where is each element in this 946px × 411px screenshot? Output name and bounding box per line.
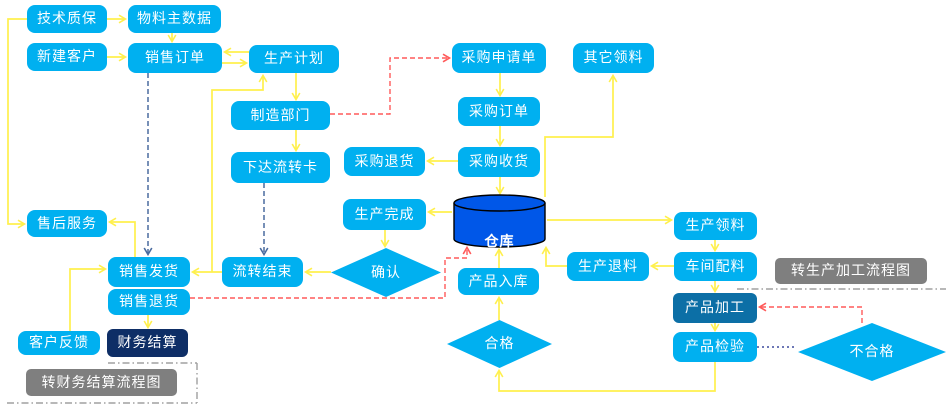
node-label-product-processing: 产品加工 bbox=[685, 299, 745, 316]
node-label-to-financial-flowchart: 转财务结算流程图 bbox=[41, 373, 162, 390]
warehouse-cylinder-shape bbox=[453, 194, 546, 248]
node-unqualified: 不合格 bbox=[798, 323, 946, 381]
edge-tech-qa-to-after-sales bbox=[7, 18, 27, 229]
node-purchase-request: 采购申请单 bbox=[452, 43, 546, 73]
node-label-production-complete: 生产完成 bbox=[354, 205, 415, 222]
edge-production-return-to-warehouse bbox=[541, 245, 567, 267]
node-label-sales-delivery: 销售发货 bbox=[119, 263, 179, 280]
node-financial-settlement: 财务结算 bbox=[107, 329, 188, 357]
node-label-warehouse: 仓库 bbox=[484, 233, 515, 250]
node-label-qualified: 合格 bbox=[484, 335, 515, 352]
node-label-unqualified: 不合格 bbox=[849, 343, 895, 360]
node-tech-qa: 技术质保 bbox=[27, 5, 107, 33]
node-manufacturing-dept: 制造部门 bbox=[231, 101, 330, 130]
node-label-sales-order: 销售订单 bbox=[145, 49, 205, 66]
node-label-sales-return: 销售退货 bbox=[119, 293, 179, 310]
node-qualified: 合格 bbox=[447, 320, 552, 368]
edge-product-inspection-to-qualified bbox=[494, 362, 716, 392]
node-label-workshop-batching: 车间配料 bbox=[685, 257, 746, 274]
node-to-financial-flowchart: 转财务结算流程图 bbox=[26, 369, 177, 396]
edge-warehouse-to-other-requisition bbox=[544, 73, 618, 197]
node-label-tech-qa: 技术质保 bbox=[37, 10, 97, 27]
node-label-product-inspection: 产品检验 bbox=[685, 338, 745, 355]
node-label-financial-settlement: 财务结算 bbox=[117, 334, 178, 351]
node-product-processing: 产品加工 bbox=[673, 293, 757, 323]
edge-sales-delivery-to-after-sales bbox=[107, 217, 136, 257]
node-production-complete: 生产完成 bbox=[343, 199, 426, 230]
node-label-new-customer: 新建客户 bbox=[37, 48, 97, 65]
node-label-manufacturing-dept: 制造部门 bbox=[250, 106, 311, 123]
node-material-master: 物料主数据 bbox=[128, 5, 221, 33]
node-purchase-order: 采购订单 bbox=[458, 97, 540, 126]
node-label-production-return: 生产退料 bbox=[578, 257, 638, 274]
node-purchase-return: 采购退货 bbox=[344, 147, 425, 176]
node-flow-card: 下达流转卡 bbox=[231, 152, 330, 183]
node-production-requisition: 生产领料 bbox=[674, 212, 757, 240]
node-label-other-requisition: 其它领料 bbox=[583, 49, 644, 66]
node-product-inspection: 产品检验 bbox=[673, 332, 757, 362]
edge-customer-feedback-to-sales-delivery bbox=[69, 264, 108, 331]
node-label-product-inbound: 产品入库 bbox=[468, 272, 529, 289]
node-confirm: 确认 bbox=[331, 248, 441, 297]
edge-manufacturing-dept-to-purchase-request bbox=[330, 53, 452, 115]
edge-unqualified-to-product-processing bbox=[757, 302, 863, 323]
node-label-purchase-request: 采购申请单 bbox=[461, 49, 537, 66]
node-label-production-requisition: 生产领料 bbox=[685, 217, 746, 234]
node-warehouse: 仓库 bbox=[452, 194, 547, 250]
node-to-production-flowchart: 转生产加工流程图 bbox=[775, 258, 927, 284]
node-other-requisition: 其它领料 bbox=[573, 43, 654, 73]
node-product-inbound: 产品入库 bbox=[458, 268, 539, 295]
node-flow-end: 流转结束 bbox=[222, 257, 303, 287]
node-sales-order: 销售订单 bbox=[128, 43, 222, 73]
node-label-purchase-receipt: 采购收货 bbox=[469, 153, 529, 170]
node-label-flow-card: 下达流转卡 bbox=[243, 158, 318, 175]
node-new-customer: 新建客户 bbox=[27, 43, 107, 71]
node-purchase-receipt: 采购收货 bbox=[458, 147, 540, 177]
node-sales-delivery: 销售发货 bbox=[108, 257, 190, 287]
node-label-purchase-return: 采购退货 bbox=[354, 152, 415, 169]
node-label-after-sales: 售后服务 bbox=[37, 214, 97, 231]
node-after-sales: 售后服务 bbox=[27, 210, 107, 237]
node-sales-return: 销售退货 bbox=[108, 289, 190, 315]
node-customer-feedback: 客户反馈 bbox=[18, 331, 100, 355]
node-label-production-plan: 生产计划 bbox=[264, 50, 324, 67]
node-production-plan: 生产计划 bbox=[249, 45, 339, 73]
node-label-flow-end: 流转结束 bbox=[232, 263, 293, 280]
node-production-return: 生产退料 bbox=[567, 252, 649, 281]
node-label-purchase-order: 采购订单 bbox=[469, 102, 529, 119]
node-label-confirm: 确认 bbox=[371, 263, 401, 280]
node-label-to-production-flowchart: 转生产加工流程图 bbox=[791, 262, 911, 279]
node-workshop-batching: 车间配料 bbox=[674, 252, 757, 281]
node-label-customer-feedback: 客户反馈 bbox=[29, 334, 89, 351]
node-label-material-master: 物料主数据 bbox=[137, 10, 212, 27]
